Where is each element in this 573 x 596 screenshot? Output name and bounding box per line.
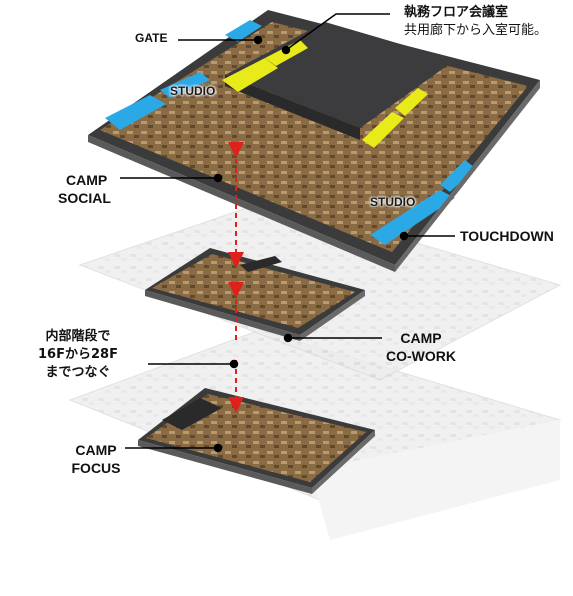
stairs-label-line1: 内部階段で — [45, 329, 111, 344]
touchdown-label: TOUCHDOWN — [460, 228, 554, 244]
studio-right-label: STUDIO — [370, 195, 416, 209]
lower-floor — [138, 388, 375, 494]
camp-cowork-label-line1: CAMP — [400, 330, 442, 346]
studio-blue-right — [370, 190, 455, 245]
meeting-room-yellow-right2 — [395, 88, 428, 116]
studio-left-label: STUDIO — [170, 84, 216, 98]
studio-blue-left2 — [160, 72, 210, 98]
top-floor — [88, 10, 540, 272]
gate-label: GATE — [135, 31, 168, 45]
camp-social-label-line1: CAMP — [66, 172, 108, 188]
stairs-label-line2: 16Fから28F — [38, 347, 118, 362]
studio-blue-right2 — [440, 160, 475, 192]
leader-lines — [120, 13, 455, 453]
camp-social-label-line2: SOCIAL — [58, 190, 111, 206]
studio-blue-left — [105, 95, 166, 130]
stairs-label-line3: までつなぐ — [45, 365, 111, 380]
executive-meeting-note: 共用廊下から入室可能。 — [404, 23, 548, 38]
meeting-room-yellow-left — [222, 58, 278, 92]
meeting-room-yellow-right — [362, 112, 404, 148]
studio-blue-left3 — [225, 20, 262, 42]
executive-meeting-title: 執務フロア会議室 — [404, 5, 509, 20]
middle-floor — [145, 248, 365, 341]
camp-cowork-label-line2: CO-WORK — [386, 348, 456, 364]
camp-focus-label-line1: CAMP — [75, 442, 117, 458]
camp-focus-label-line2: FOCUS — [71, 460, 121, 476]
